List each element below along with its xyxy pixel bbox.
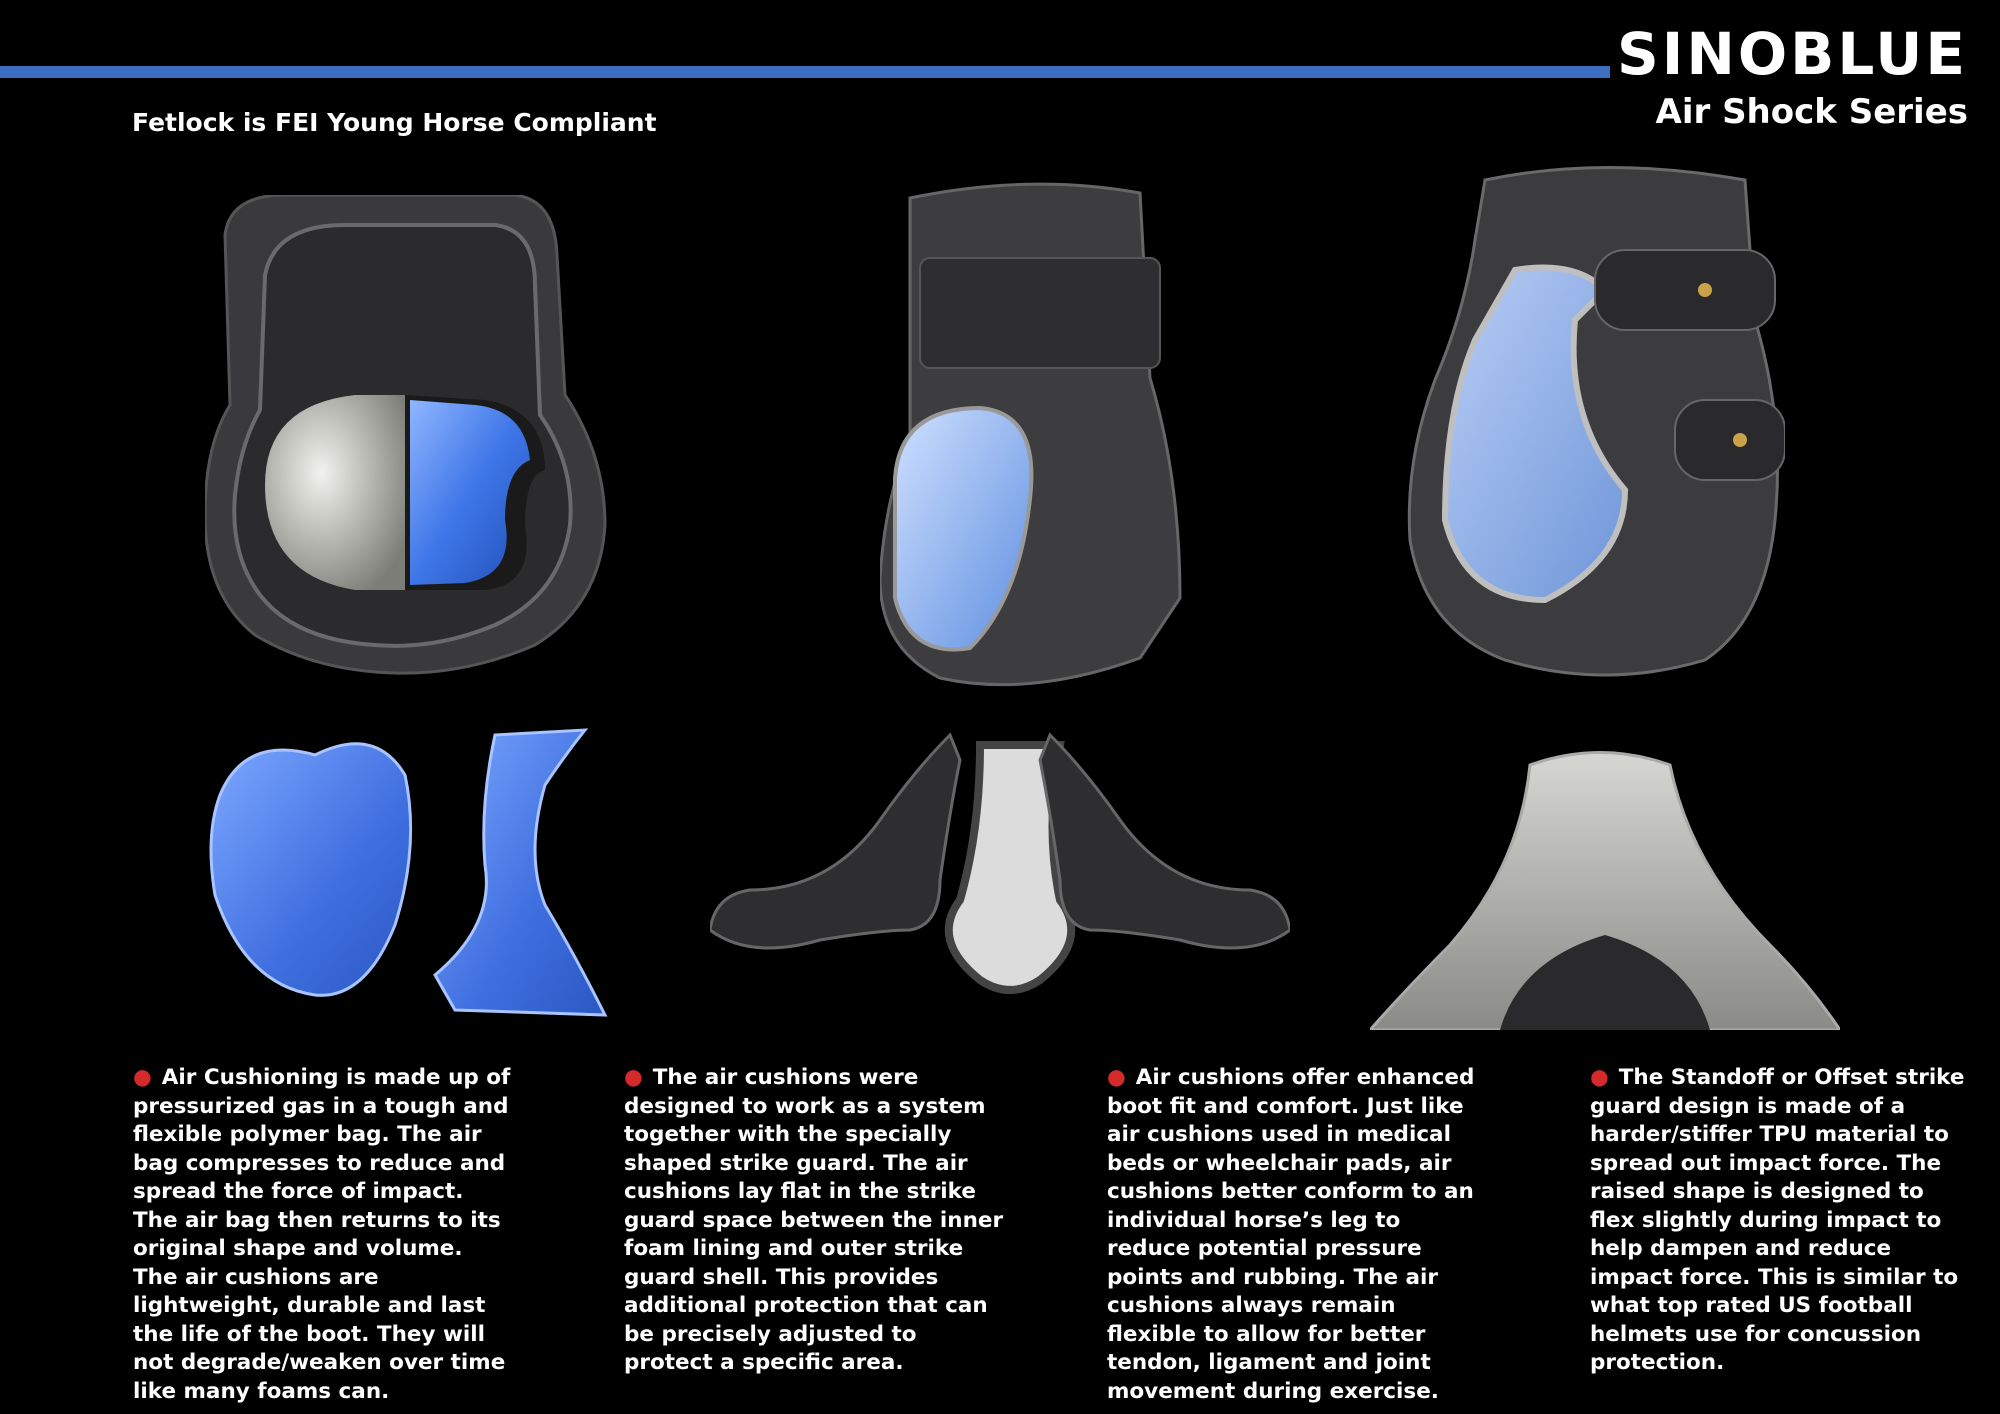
- feature-text-fit-comfort: ●Air cushions offer enhanced boot fit an…: [1107, 1064, 1487, 1406]
- feature-text-strike-guard: ●The Standoff or Offset strike guard des…: [1590, 1064, 1970, 1378]
- bullet-dot-icon: ●: [624, 1065, 643, 1090]
- feature-text: The air cushions were designed to work a…: [624, 1065, 1004, 1375]
- bullet-dot-icon: ●: [133, 1065, 152, 1090]
- bullet-dot-icon: ●: [1107, 1065, 1126, 1090]
- feature-text-air-cushioning: ●Air Cushioning is made up of pressurize…: [133, 1064, 513, 1406]
- blue-air-cushions-image: [205, 725, 615, 1025]
- feature-text: Air Cushioning is made up of pressurized…: [133, 1065, 511, 1404]
- compliance-note: Fetlock is FEI Young Horse Compliant: [132, 108, 657, 137]
- hind-boot-image: [1405, 160, 1785, 680]
- feature-text: Air cushions offer enhanced boot fit and…: [1107, 1065, 1475, 1404]
- series-title: Air Shock Series: [1655, 92, 1969, 132]
- fetlock-boot-cutaway-image: [205, 195, 615, 675]
- bullet-dot-icon: ●: [1590, 1065, 1609, 1090]
- brand-name: SINOBLUE: [1616, 20, 1968, 88]
- brand-logo: SINOBLUE Air Shock Series: [1617, 24, 1968, 132]
- fetlock-boot-angled-image: [880, 178, 1190, 698]
- accent-bar: [0, 66, 1610, 78]
- feature-text-system-design: ●The air cushions were designed to work …: [624, 1064, 1004, 1378]
- strike-guards-image: [710, 730, 1290, 1000]
- strike-guard-top-view-image: [1370, 745, 1840, 1030]
- feature-text: The Standoff or Offset strike guard desi…: [1590, 1065, 1965, 1375]
